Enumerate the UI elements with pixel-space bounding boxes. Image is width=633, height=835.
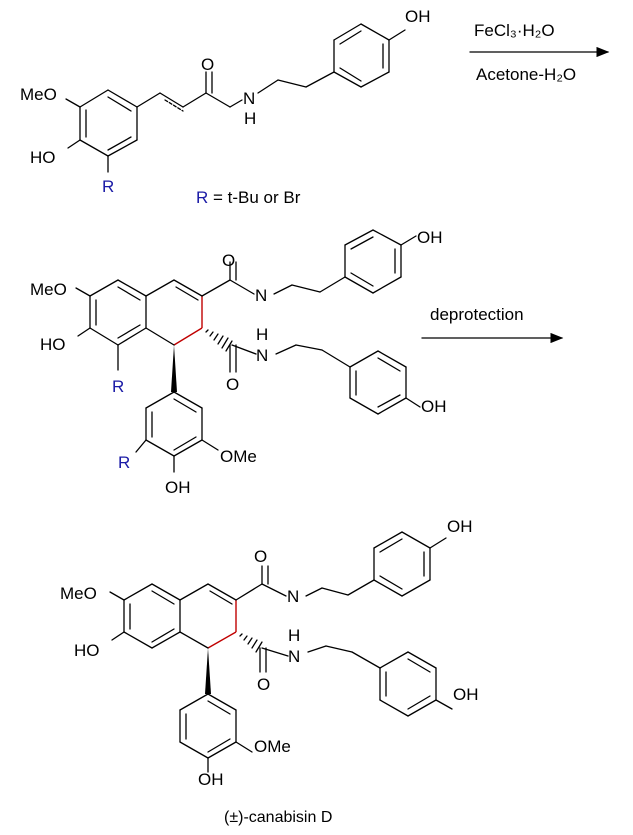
r-definition-r: R xyxy=(196,188,208,207)
label-oh-2: OH xyxy=(417,228,443,247)
label-ome-1: OMe xyxy=(220,447,257,466)
product-canabisin-d xyxy=(109,531,453,773)
starting-material xyxy=(65,23,406,173)
label-h-1: H xyxy=(244,109,256,128)
label-o-1: O xyxy=(201,55,214,74)
label-n-2: N xyxy=(255,286,267,305)
label-r-3: R xyxy=(118,453,130,472)
label-h-3: H xyxy=(288,626,300,645)
r-definition: R = t-Bu or Br xyxy=(196,188,301,207)
label-ho-1: HO xyxy=(30,148,56,167)
label-h-2: H xyxy=(256,325,268,344)
label-oh-3: OH xyxy=(421,397,447,416)
label-o-3: O xyxy=(226,375,239,394)
label-o-5: O xyxy=(257,675,270,694)
reagent-acetone-water: Acetone-H₂O xyxy=(476,65,576,84)
label-n-3: N xyxy=(256,346,268,365)
label-oh-5: OH xyxy=(447,517,473,536)
label-r-1: R xyxy=(102,177,114,196)
intermediate xyxy=(75,229,421,473)
label-r-2: R xyxy=(112,377,124,396)
r-definition-text: = t-Bu or Br xyxy=(208,188,300,207)
label-ome-2: OMe xyxy=(254,737,291,756)
reagent-fecl3: FeCl₃·H₂O xyxy=(474,21,555,40)
label-n-4: N xyxy=(287,587,299,606)
label-ho-2: HO xyxy=(40,335,66,354)
label-o-2: O xyxy=(222,251,235,270)
label-ho-3: HO xyxy=(74,641,100,660)
reagent-deprotection: deprotection xyxy=(430,305,524,324)
label-meo-2: MeO xyxy=(30,280,67,299)
label-n-5: N xyxy=(288,647,300,666)
label-oh-7: OH xyxy=(198,770,224,789)
label-oh-4: OH xyxy=(165,478,191,497)
label-meo-1: MeO xyxy=(20,85,57,104)
label-meo-3: MeO xyxy=(60,584,97,603)
ring-a-bonds xyxy=(79,89,138,157)
label-n-1: N xyxy=(243,89,255,108)
product-name: (±)-canabisin D xyxy=(224,809,332,826)
label-o-4: O xyxy=(254,547,267,566)
label-oh-1: OH xyxy=(405,7,431,26)
label-oh-6: OH xyxy=(453,685,479,704)
